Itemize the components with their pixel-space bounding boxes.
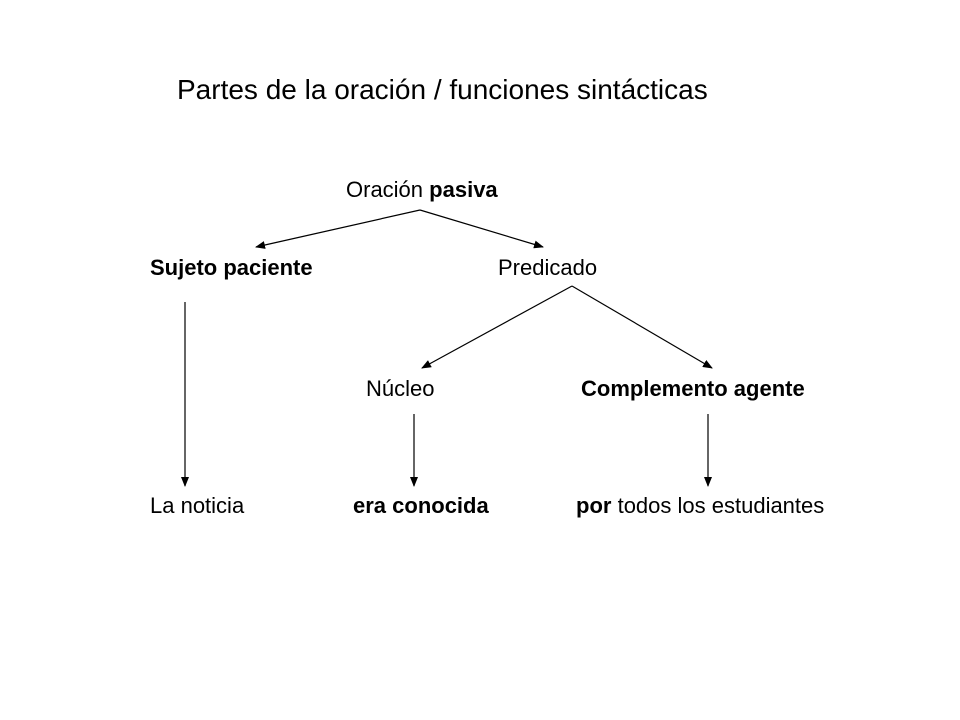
arrow-predicate-to-agent bbox=[571, 285, 713, 369]
node-subject: Sujeto paciente bbox=[150, 255, 313, 280]
node-passive-sentence-prefix: Oración bbox=[346, 177, 424, 202]
sentence-agent-words: por todos los estudiantes bbox=[576, 495, 824, 517]
sentence-agent-rest: todos los estudiantes bbox=[617, 493, 825, 518]
arrow-predicate-to-nucleus bbox=[421, 285, 573, 369]
arrow-root-to-subject bbox=[255, 209, 421, 249]
node-predicate: Predicado bbox=[498, 255, 598, 280]
node-agent-complement: Complemento agente bbox=[581, 376, 805, 401]
sentence-verb-words: era conocida bbox=[353, 493, 489, 518]
node-passive-sentence-bold: pasiva bbox=[429, 177, 498, 202]
node-passive-sentence: Oración pasiva bbox=[346, 179, 498, 201]
diagram-title: Partes de la oración / funciones sintáct… bbox=[177, 74, 708, 105]
sentence-subject-words: La noticia bbox=[150, 493, 245, 518]
node-nucleus: Núcleo bbox=[366, 376, 435, 401]
sentence-agent-preposition: por bbox=[576, 493, 612, 518]
arrow-root-to-predicate bbox=[419, 209, 544, 249]
